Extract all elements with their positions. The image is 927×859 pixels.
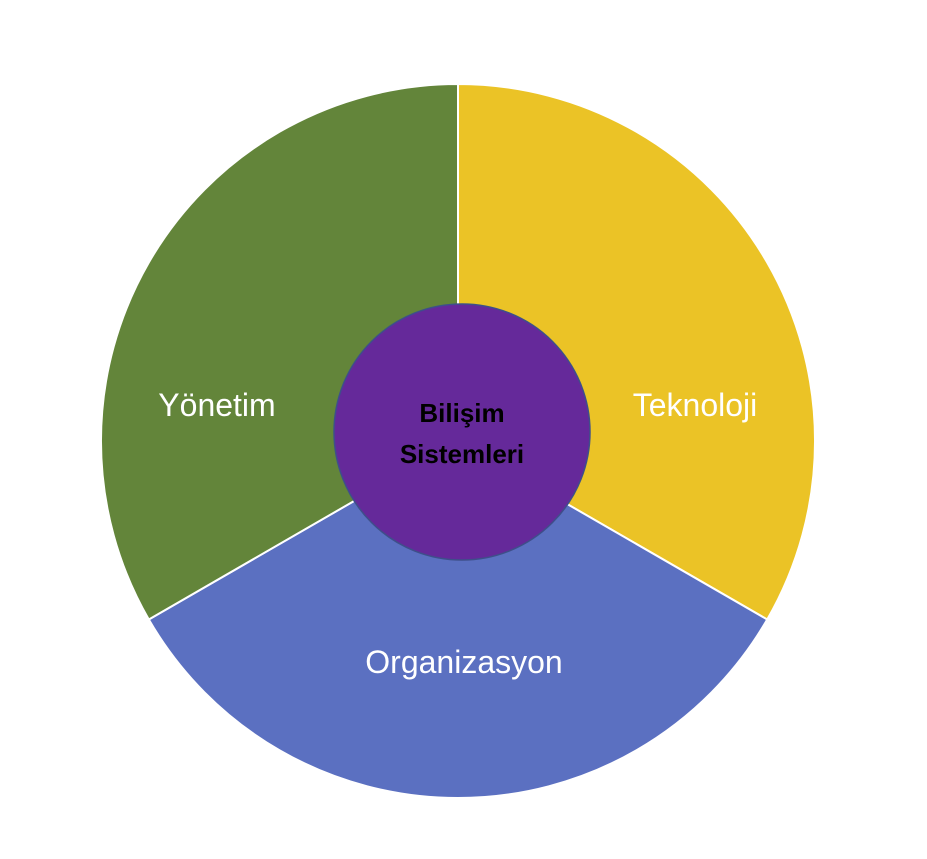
center-label-line1: Bilişim bbox=[419, 398, 504, 428]
center-label-line2: Sistemleri bbox=[400, 439, 524, 469]
label-organizasyon: Organizasyon bbox=[365, 644, 562, 680]
label-yonetim: Yönetim bbox=[158, 387, 275, 423]
label-teknoloji: Teknoloji bbox=[633, 387, 758, 423]
center-circle bbox=[333, 303, 591, 561]
